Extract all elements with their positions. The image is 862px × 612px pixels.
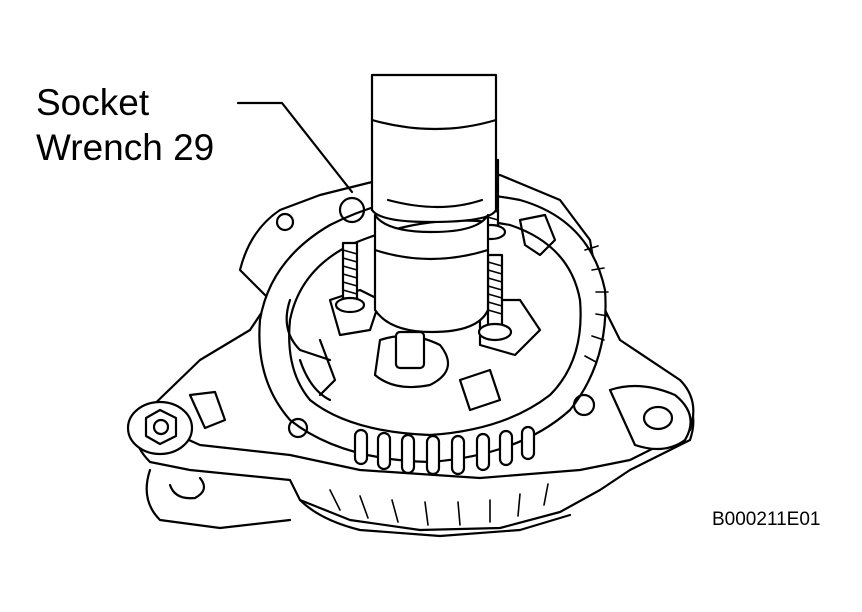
callout-leader-line — [236, 101, 354, 194]
figure-id-label: B000211E01 — [712, 509, 821, 530]
internal-components — [275, 196, 596, 439]
callout-line-1: Socket — [36, 82, 150, 123]
callout-line-2: Wrench 29 — [36, 127, 215, 168]
socket-wrench — [370, 73, 498, 334]
mounting-boss-left — [126, 390, 227, 456]
vent-slots — [353, 425, 536, 476]
socket-wrench-callout: Socket Wrench 29 — [36, 80, 214, 170]
mounting-ear-right — [608, 384, 692, 451]
